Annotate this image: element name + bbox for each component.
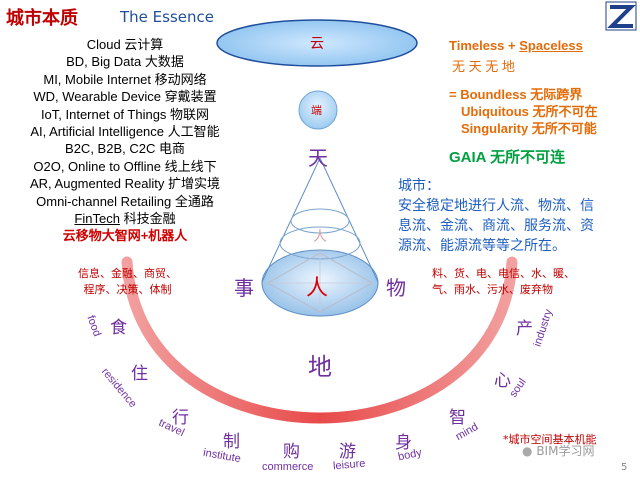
city-line: 安全稳定地进行人流、物流、信 xyxy=(398,198,594,214)
arc-body-cn: 身 xyxy=(395,433,412,453)
city-line: 源流、能源流等等之所在。 xyxy=(398,238,566,254)
list-item: B2C, B2B, C2C 电商 xyxy=(65,141,185,157)
functions-arc xyxy=(121,256,518,424)
arc-leisure-cn: 游 xyxy=(339,442,356,462)
arc-institute-cn: 制 xyxy=(223,432,240,452)
list-item: AI, Artificial Intelligence 人工智能 xyxy=(30,124,220,140)
things-label: 物 xyxy=(386,276,406,300)
gaia-line: GAIA 无所不可连 xyxy=(449,149,566,166)
list-item: Cloud 云计算 xyxy=(86,37,164,52)
arc-commerce-cn: 购 xyxy=(283,442,300,462)
company-logo xyxy=(605,1,637,31)
list-item: AR, Augmented Reality 扩增实境 xyxy=(29,176,221,192)
city-definition: 城市： 安全稳定地进行人流、物流、信 息流、金流、商流、服务流、资 源流、能源流… xyxy=(398,176,594,256)
terminal-circle xyxy=(298,90,338,130)
affairs-label: 事 xyxy=(234,276,254,300)
hard-services: 料、货、电、电信、水、暖、 气、雨水、污水、废弃物 xyxy=(432,266,575,298)
list-item: WD, Wearable Device 穿戴装置 xyxy=(33,89,217,105)
fintech-cn: 科技金融 xyxy=(123,211,176,227)
arc-soul-cn: 心 xyxy=(494,371,511,391)
ubiquitous-line: Ubiquitous 无所不可在 xyxy=(461,104,598,119)
timeless-label: Timeless xyxy=(449,38,505,53)
spaceless-label: Spaceless xyxy=(519,38,583,53)
watermark-text: BIM学习网 xyxy=(536,444,595,458)
arc-residence-cn: 住 xyxy=(131,364,148,384)
list-item-summary: 云移物大智网+机器人 xyxy=(62,228,188,244)
soft-services-line: 程序、决策、体制 xyxy=(83,283,172,296)
terminal-label: 端 xyxy=(311,104,322,117)
singularity-line: Singularity 无所不可能 xyxy=(461,121,597,136)
person-small-label: 人 xyxy=(313,229,327,245)
cloud-ellipse xyxy=(216,19,418,67)
arc-commerce-en: commerce xyxy=(262,461,314,473)
plus-sign: + xyxy=(508,38,516,53)
technology-list: Cloud 云计算 BD, Big Data 大数据 MI, Mobile In… xyxy=(0,36,250,245)
watermark: ● BIM学习网 xyxy=(522,442,594,459)
page-title: 城市本质 xyxy=(6,8,78,29)
hard-services-line: 料、货、电、电信、水、暖、 xyxy=(432,267,575,280)
sky-label: 天 xyxy=(308,146,328,170)
person-label: 人 xyxy=(306,276,329,301)
boundless-line: = Boundless 无际跨界 xyxy=(449,87,583,102)
cloud-label: 云 xyxy=(310,36,324,52)
page-number: 5 xyxy=(621,462,628,473)
wechat-icon: ● xyxy=(522,444,533,458)
list-item: MI, Mobile Internet 移动网络 xyxy=(43,71,207,87)
list-item: Omni-channel Retailing 全通路 xyxy=(36,193,214,209)
footnote: *城市空间基本机能 xyxy=(503,433,597,446)
hard-services-line: 气、雨水、污水、废弃物 xyxy=(432,283,553,296)
list-item-fintech: FinTech 科技金融 xyxy=(0,210,250,227)
arc-food-cn: 食 xyxy=(110,318,127,338)
timeless-spaceless: Timeless + Spaceless xyxy=(449,38,583,53)
list-item: O2O, Online to Offline 线上线下 xyxy=(33,158,217,174)
human-cone xyxy=(261,157,379,317)
fintech-label: FinTech xyxy=(74,211,120,227)
soft-services: 信息、金融、商贸、 程序、决策、体制 xyxy=(78,266,177,298)
city-label: 城市： xyxy=(398,178,440,194)
list-item: BD, Big Data 大数据 xyxy=(66,54,184,70)
no-sky-no-earth: 无 天 无 地 xyxy=(452,59,515,74)
city-line: 息流、金流、商流、服务流、资 xyxy=(398,218,594,234)
arc-mind-cn: 智 xyxy=(449,408,466,428)
earth-label: 地 xyxy=(308,353,332,381)
soft-services-line: 信息、金融、商贸、 xyxy=(78,267,177,280)
list-item: IoT, Internet of Things 物联网 xyxy=(40,106,210,122)
page-subtitle: The Essence xyxy=(120,8,214,26)
arc-industry-cn: 产 xyxy=(516,319,533,339)
arc-travel-cn: 行 xyxy=(172,408,189,428)
